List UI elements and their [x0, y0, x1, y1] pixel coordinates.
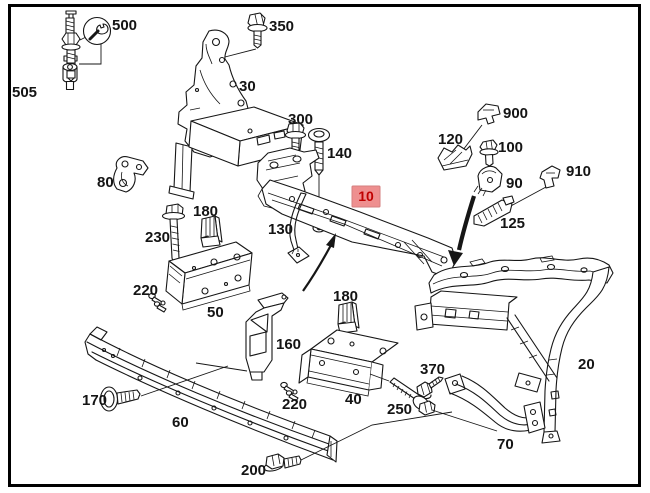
part-160-bracket [195, 292, 289, 381]
part-70-bracket [444, 373, 546, 434]
part-100-bolt [479, 139, 499, 167]
part-120-clamp [437, 144, 473, 171]
part-200-bolt [263, 411, 453, 472]
callout-130[interactable]: 130 [268, 221, 293, 238]
wrench-icon [88, 23, 109, 41]
part-900-clip [462, 103, 501, 151]
part-300-bolt [284, 122, 307, 155]
callout-40[interactable]: 40 [345, 391, 362, 408]
part-230-bolt [161, 203, 186, 262]
part-125-bracket [473, 195, 515, 227]
arrow-to-crossmember [302, 233, 336, 292]
part-170-screw [99, 365, 229, 412]
callout-10-highlight-box [351, 185, 381, 208]
part-350-bolt [220, 12, 268, 59]
part-50-crash-box [165, 241, 253, 311]
arrow-to-side-member [448, 195, 477, 266]
callout-30[interactable]: 30 [239, 78, 256, 95]
callout-140[interactable]: 140 [327, 145, 352, 162]
part-90-clamp [473, 165, 503, 197]
callout-90[interactable]: 90 [506, 175, 523, 192]
callout-100[interactable]: 100 [498, 139, 523, 156]
part-910-clip [508, 165, 561, 208]
callout-180-center[interactable]: 180 [333, 288, 358, 305]
callout-300[interactable]: 300 [288, 111, 313, 128]
part-60-bumper-bar [84, 326, 338, 463]
callout-220-center[interactable]: 220 [282, 396, 307, 413]
callout-370[interactable]: 370 [420, 361, 445, 378]
callout-70[interactable]: 70 [497, 436, 514, 453]
callout-900[interactable]: 900 [503, 105, 528, 122]
callout-20[interactable]: 20 [578, 356, 595, 373]
callout-910[interactable]: 910 [566, 163, 591, 180]
callout-180-left[interactable]: 180 [193, 203, 218, 220]
callout-50[interactable]: 50 [207, 304, 224, 321]
part-20-side-member [414, 255, 614, 444]
callout-120[interactable]: 120 [438, 131, 463, 148]
callout-220-left[interactable]: 220 [133, 282, 158, 299]
callout-350[interactable]: 350 [269, 18, 294, 35]
callout-60[interactable]: 60 [172, 414, 189, 431]
part-180-left-bracket [200, 215, 223, 248]
callout-125[interactable]: 125 [500, 215, 525, 232]
callout-170[interactable]: 170 [82, 392, 107, 409]
part-180-center-bracket [337, 301, 360, 334]
callout-230[interactable]: 230 [145, 229, 170, 246]
part-250-bolt [389, 377, 498, 432]
callout-250[interactable]: 250 [387, 401, 412, 418]
callout-505[interactable]: 505 [12, 84, 37, 101]
part-130-support-rod [287, 192, 310, 264]
callout-10-label[interactable]: 10 [358, 188, 374, 204]
part-80-bracket [113, 156, 149, 193]
callout-80[interactable]: 80 [97, 174, 114, 191]
callout-10-highlighted[interactable]: 10 [351, 185, 381, 208]
part-40-crash-box [298, 329, 399, 397]
callout-200[interactable]: 200 [241, 462, 266, 479]
part-500-stud-set [61, 16, 112, 91]
callout-160[interactable]: 160 [276, 336, 301, 353]
callout-500[interactable]: 500 [112, 17, 137, 34]
